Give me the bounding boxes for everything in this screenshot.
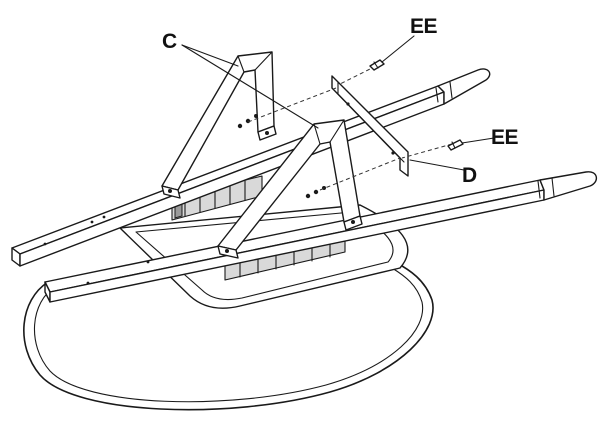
leg-c-rear: [161, 51, 277, 199]
front-handle: [44, 171, 597, 303]
leader-lines: [181, 35, 495, 171]
front-rib-block: [171, 175, 263, 221]
bracket-d: [331, 75, 409, 177]
screw-ee-right: [447, 139, 464, 151]
label-ee-top: EE: [410, 15, 438, 38]
assembly-guides: [247, 65, 453, 191]
screw-ee-top: [369, 59, 385, 71]
leg-c-front: [217, 119, 363, 259]
label-c: C: [162, 30, 177, 53]
label-ee-right: EE: [491, 126, 519, 149]
label-d: D: [462, 164, 477, 187]
